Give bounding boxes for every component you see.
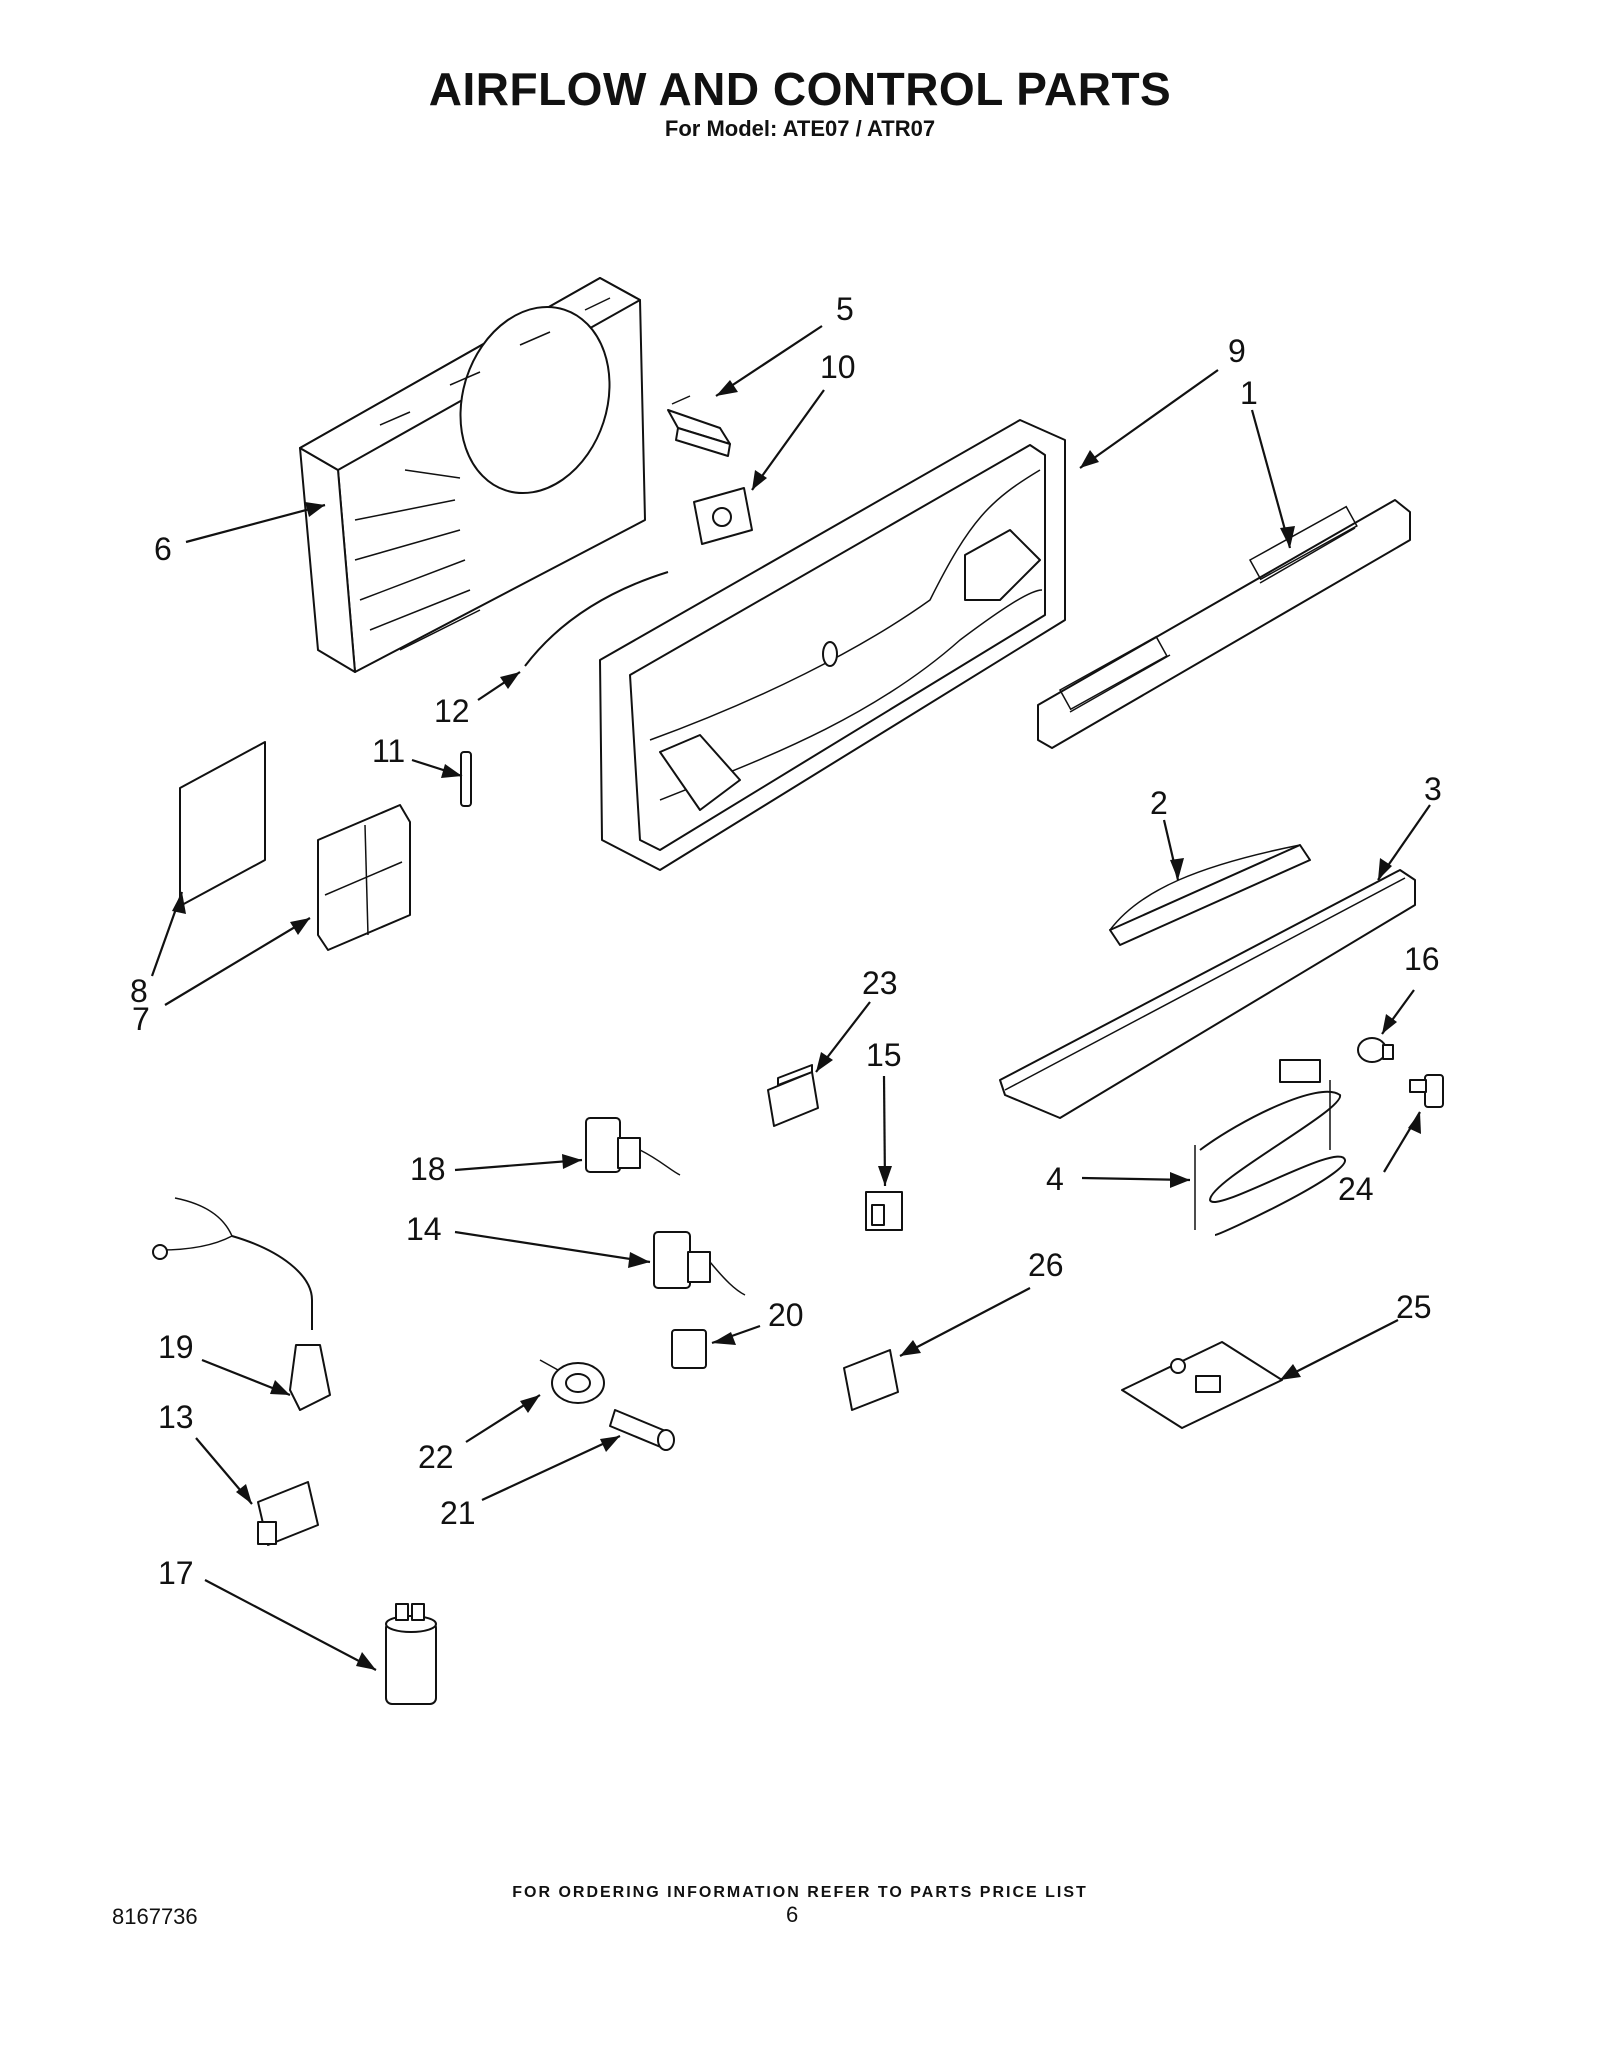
part-14-rotary-switch xyxy=(653,1231,746,1296)
leader-7 xyxy=(164,917,311,1006)
callout-8: 8 xyxy=(130,973,148,1009)
callout-12: 12 xyxy=(434,693,470,729)
callout-18: 18 xyxy=(410,1151,446,1187)
callout-9: 9 xyxy=(1228,333,1246,369)
ordering-note: FOR ORDERING INFORMATION REFER TO PARTS … xyxy=(512,1884,1088,1901)
page-title: AIRFLOW AND CONTROL PARTS xyxy=(428,63,1172,115)
page-subtitle: For Model: ATE07 / ATR07 xyxy=(664,116,936,141)
leader-21 xyxy=(481,1435,621,1501)
leader-18 xyxy=(454,1158,583,1172)
part-25-control-board xyxy=(1121,1341,1283,1429)
leader-10 xyxy=(751,389,825,491)
leader-25 xyxy=(1279,1319,1399,1381)
callout-20: 20 xyxy=(768,1297,804,1333)
part-1-grille xyxy=(1037,499,1411,749)
callout-1: 1 xyxy=(1240,375,1258,411)
leader-6 xyxy=(185,503,326,544)
part-9-housing xyxy=(599,419,1066,871)
callout-14: 14 xyxy=(406,1211,442,1247)
part-18-rotary-switch xyxy=(585,1117,681,1176)
part-3-base-plate xyxy=(999,869,1416,1119)
part-21-fuse xyxy=(609,1409,675,1451)
part-22-receptacle xyxy=(539,1359,605,1404)
part-19-power-cord xyxy=(152,1197,331,1411)
callout-13: 13 xyxy=(158,1399,194,1435)
callout-2: 2 xyxy=(1150,785,1168,821)
callout-17: 17 xyxy=(158,1555,194,1591)
part-24-connector xyxy=(1409,1074,1444,1108)
callout-26: 26 xyxy=(1028,1247,1064,1283)
part-10-gasket xyxy=(693,487,753,545)
part-5-bracket xyxy=(667,395,731,457)
callout-16: 16 xyxy=(1404,941,1440,977)
callout-22: 22 xyxy=(418,1439,454,1475)
page-number: 6 xyxy=(786,1902,799,1927)
part-12-tube xyxy=(524,571,669,667)
callout-7: 7 xyxy=(132,1001,150,1037)
leader-26 xyxy=(899,1287,1031,1357)
part-4-heater xyxy=(1194,1059,1346,1236)
leader-17 xyxy=(204,1579,377,1671)
part-17-capacitor xyxy=(385,1603,437,1705)
part-15-switch xyxy=(865,1191,903,1231)
callout-21: 21 xyxy=(440,1495,476,1531)
callout-10: 10 xyxy=(820,349,856,385)
part-8-filter-media xyxy=(179,741,266,907)
part-2-deflector xyxy=(1109,844,1311,946)
callout-15: 15 xyxy=(866,1037,902,1073)
callout-24: 24 xyxy=(1338,1171,1374,1207)
callout-3: 3 xyxy=(1424,771,1442,807)
leader-14 xyxy=(454,1230,651,1264)
callout-5: 5 xyxy=(836,291,854,327)
part-23-relay xyxy=(767,1064,819,1127)
part-11-clip xyxy=(460,751,472,807)
leader-5 xyxy=(715,325,823,397)
callout-25: 25 xyxy=(1396,1289,1432,1325)
callout-19: 19 xyxy=(158,1329,194,1365)
document-number: 8167736 xyxy=(112,1904,198,1929)
callout-4: 4 xyxy=(1046,1161,1064,1197)
part-16-sensor xyxy=(1357,1037,1394,1063)
leader-1 xyxy=(1250,409,1292,549)
arrowheads xyxy=(172,380,1421,1670)
leader-9 xyxy=(1079,369,1219,469)
part-26-relay xyxy=(843,1349,899,1411)
callout-11: 11 xyxy=(372,733,405,769)
part-20-thermostat xyxy=(671,1329,707,1369)
callout-23: 23 xyxy=(862,965,898,1001)
part-13-switch xyxy=(257,1481,319,1546)
callout-6: 6 xyxy=(154,531,172,567)
part-6-fan-shroud xyxy=(299,277,646,673)
part-7-filter-frame xyxy=(317,804,411,951)
